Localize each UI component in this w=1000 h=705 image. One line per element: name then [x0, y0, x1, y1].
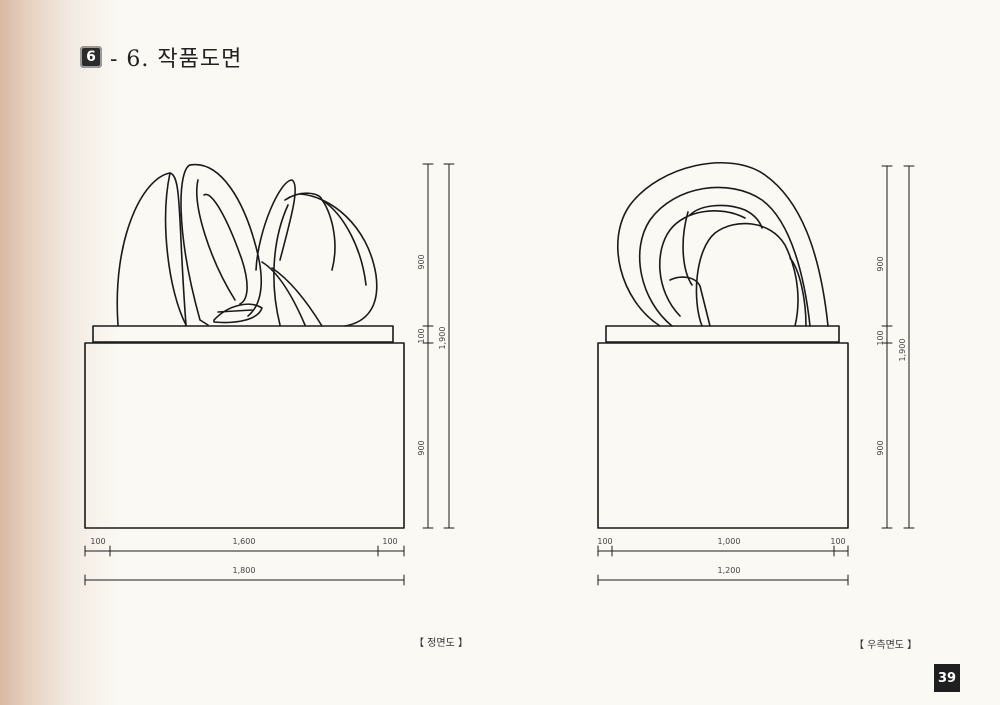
section-header: 6 - 6. 작품도면 [80, 42, 242, 72]
side-sculpture [617, 162, 829, 327]
side-dim-total-width: 1,200 [718, 566, 741, 575]
side-view-drawing [597, 162, 915, 586]
section-number: 6 [86, 49, 96, 65]
side-plinth [605, 325, 840, 343]
front-horizontal-dimensions [84, 545, 405, 586]
front-view-caption: 【 정면도 】 [414, 638, 468, 649]
front-dim-top-height: 900 [417, 254, 426, 269]
side-dim-middle-width: 1,000 [718, 537, 741, 546]
side-dim-left-edge: 100 [597, 537, 612, 546]
front-dim-total-width: 1,800 [233, 566, 256, 575]
front-vertical-dimensions [422, 163, 455, 529]
front-dim-total-height: 1,900 [438, 327, 447, 350]
side-dim-plinth: 100 [876, 330, 885, 345]
front-dim-plinth: 100 [417, 328, 426, 343]
side-view-caption: 【 우측면도 】 [854, 640, 918, 651]
side-vertical-dimensions [881, 165, 915, 529]
side-dim-right-edge: 100 [830, 537, 845, 546]
front-dim-middle-width: 1,600 [233, 537, 256, 546]
side-dim-base-height: 900 [876, 440, 885, 455]
front-sculpture [116, 163, 378, 327]
front-dim-base-height: 900 [417, 440, 426, 455]
side-base [597, 342, 849, 529]
section-title: - 6. 작품도면 [110, 47, 243, 72]
front-plinth [92, 325, 394, 343]
side-dim-total-height: 1,900 [898, 339, 907, 362]
front-dim-left-edge: 100 [90, 537, 105, 546]
section-number-badge: 6 [80, 46, 102, 68]
front-dim-right-edge: 100 [382, 537, 397, 546]
page-number: 39 [934, 664, 960, 692]
front-base [84, 342, 405, 529]
side-horizontal-dimensions [597, 545, 849, 586]
side-dimension-labels: 900 100 1,900 900 100 1,000 100 1,200 [597, 256, 907, 575]
page-gutter-shadow [0, 0, 120, 705]
front-dimension-labels: 900 100 1,900 900 100 1,600 100 1,800 [90, 254, 447, 575]
side-dim-top-height: 900 [876, 256, 885, 271]
front-view-drawing [84, 163, 455, 586]
